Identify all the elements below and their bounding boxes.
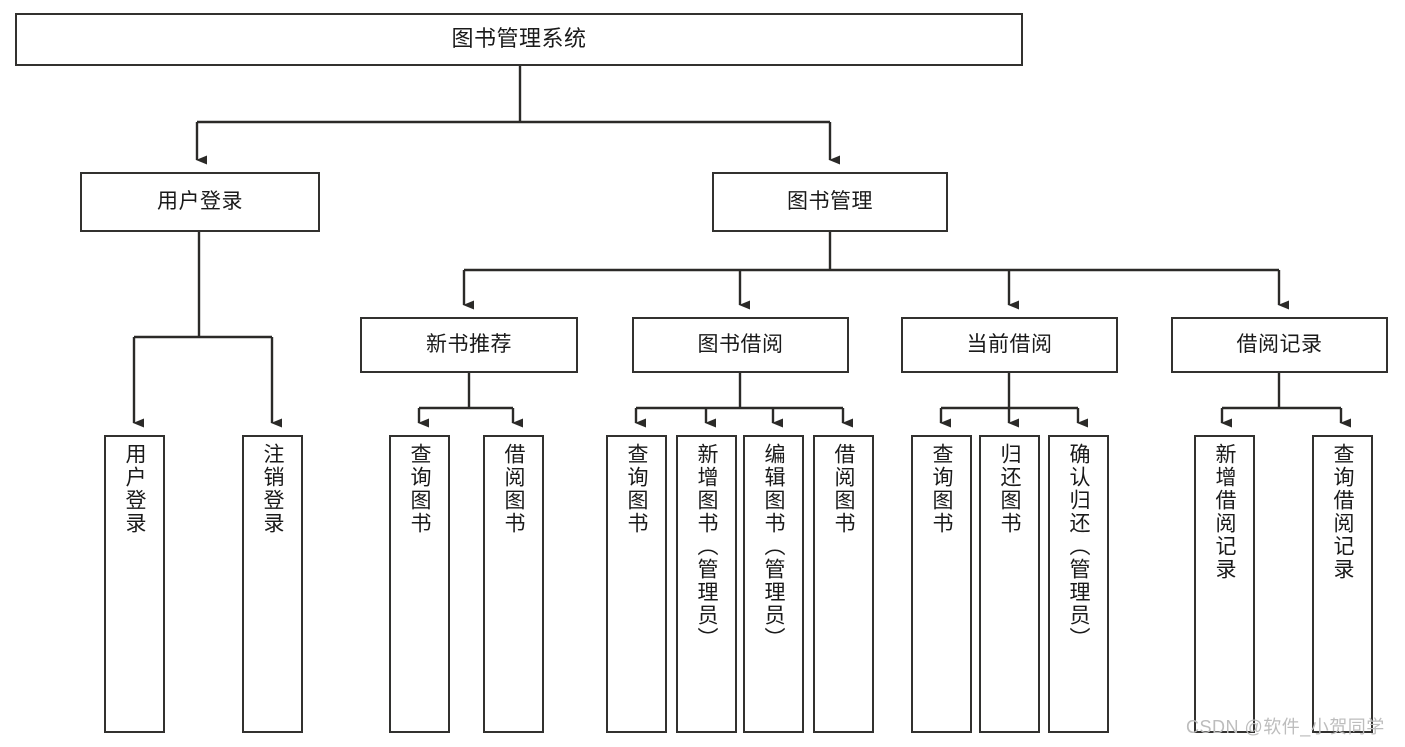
leaf-query-book-current[interactable]: 查询图书 bbox=[911, 435, 972, 733]
node-label: 图书管理系统 bbox=[451, 26, 587, 52]
leaf-confirm-return-admin[interactable]: 确认归还（管理员） bbox=[1048, 435, 1109, 733]
leaf-label: 新增图书（管理员） bbox=[695, 443, 718, 650]
leaf-query-book-borrow[interactable]: 查询图书 bbox=[606, 435, 667, 733]
leaf-add-book-admin[interactable]: 新增图书（管理员） bbox=[676, 435, 737, 733]
leaf-label: 借阅图书 bbox=[502, 443, 525, 535]
leaf-add-borrow-record[interactable]: 新增借阅记录 bbox=[1194, 435, 1255, 733]
node-current-borrow[interactable]: 当前借阅 bbox=[901, 317, 1118, 373]
watermark: CSDN @软件_小贺同学 bbox=[1186, 717, 1385, 737]
leaf-borrow-book[interactable]: 借阅图书 bbox=[813, 435, 874, 733]
leaf-logout[interactable]: 注销登录 bbox=[242, 435, 303, 733]
leaf-label: 借阅图书 bbox=[832, 443, 855, 535]
leaf-label: 归还图书 bbox=[998, 443, 1021, 535]
leaf-query-borrow-record[interactable]: 查询借阅记录 bbox=[1312, 435, 1373, 733]
leaf-label: 查询图书 bbox=[408, 443, 431, 535]
node-label: 新书推荐 bbox=[426, 333, 512, 357]
leaf-return-book[interactable]: 归还图书 bbox=[979, 435, 1040, 733]
leaf-query-book-recommend[interactable]: 查询图书 bbox=[389, 435, 450, 733]
node-label: 当前借阅 bbox=[966, 333, 1053, 357]
leaf-edit-book-admin[interactable]: 编辑图书（管理员） bbox=[743, 435, 804, 733]
node-user-login[interactable]: 用户登录 bbox=[80, 172, 320, 232]
node-label: 图书管理 bbox=[787, 190, 873, 214]
leaf-label: 确认归还（管理员） bbox=[1067, 443, 1090, 650]
leaf-label: 新增借阅记录 bbox=[1213, 443, 1236, 581]
leaf-label: 编辑图书（管理员） bbox=[762, 443, 785, 650]
node-book-management[interactable]: 图书管理 bbox=[712, 172, 948, 232]
leaf-label: 用户登录 bbox=[123, 443, 146, 535]
node-book-borrow[interactable]: 图书借阅 bbox=[632, 317, 849, 373]
node-new-book-recommend[interactable]: 新书推荐 bbox=[360, 317, 578, 373]
leaf-label: 查询借阅记录 bbox=[1331, 443, 1354, 581]
node-borrow-record[interactable]: 借阅记录 bbox=[1171, 317, 1388, 373]
leaf-user-login[interactable]: 用户登录 bbox=[104, 435, 165, 733]
node-label: 借阅记录 bbox=[1236, 333, 1323, 357]
node-root-book-management-system[interactable]: 图书管理系统 bbox=[15, 13, 1023, 66]
node-label: 用户登录 bbox=[157, 190, 243, 214]
leaf-borrow-book-recommend[interactable]: 借阅图书 bbox=[483, 435, 544, 733]
node-label: 图书借阅 bbox=[697, 333, 784, 357]
leaf-label: 查询图书 bbox=[625, 443, 648, 535]
leaf-label: 查询图书 bbox=[930, 443, 953, 535]
leaf-label: 注销登录 bbox=[261, 443, 284, 535]
